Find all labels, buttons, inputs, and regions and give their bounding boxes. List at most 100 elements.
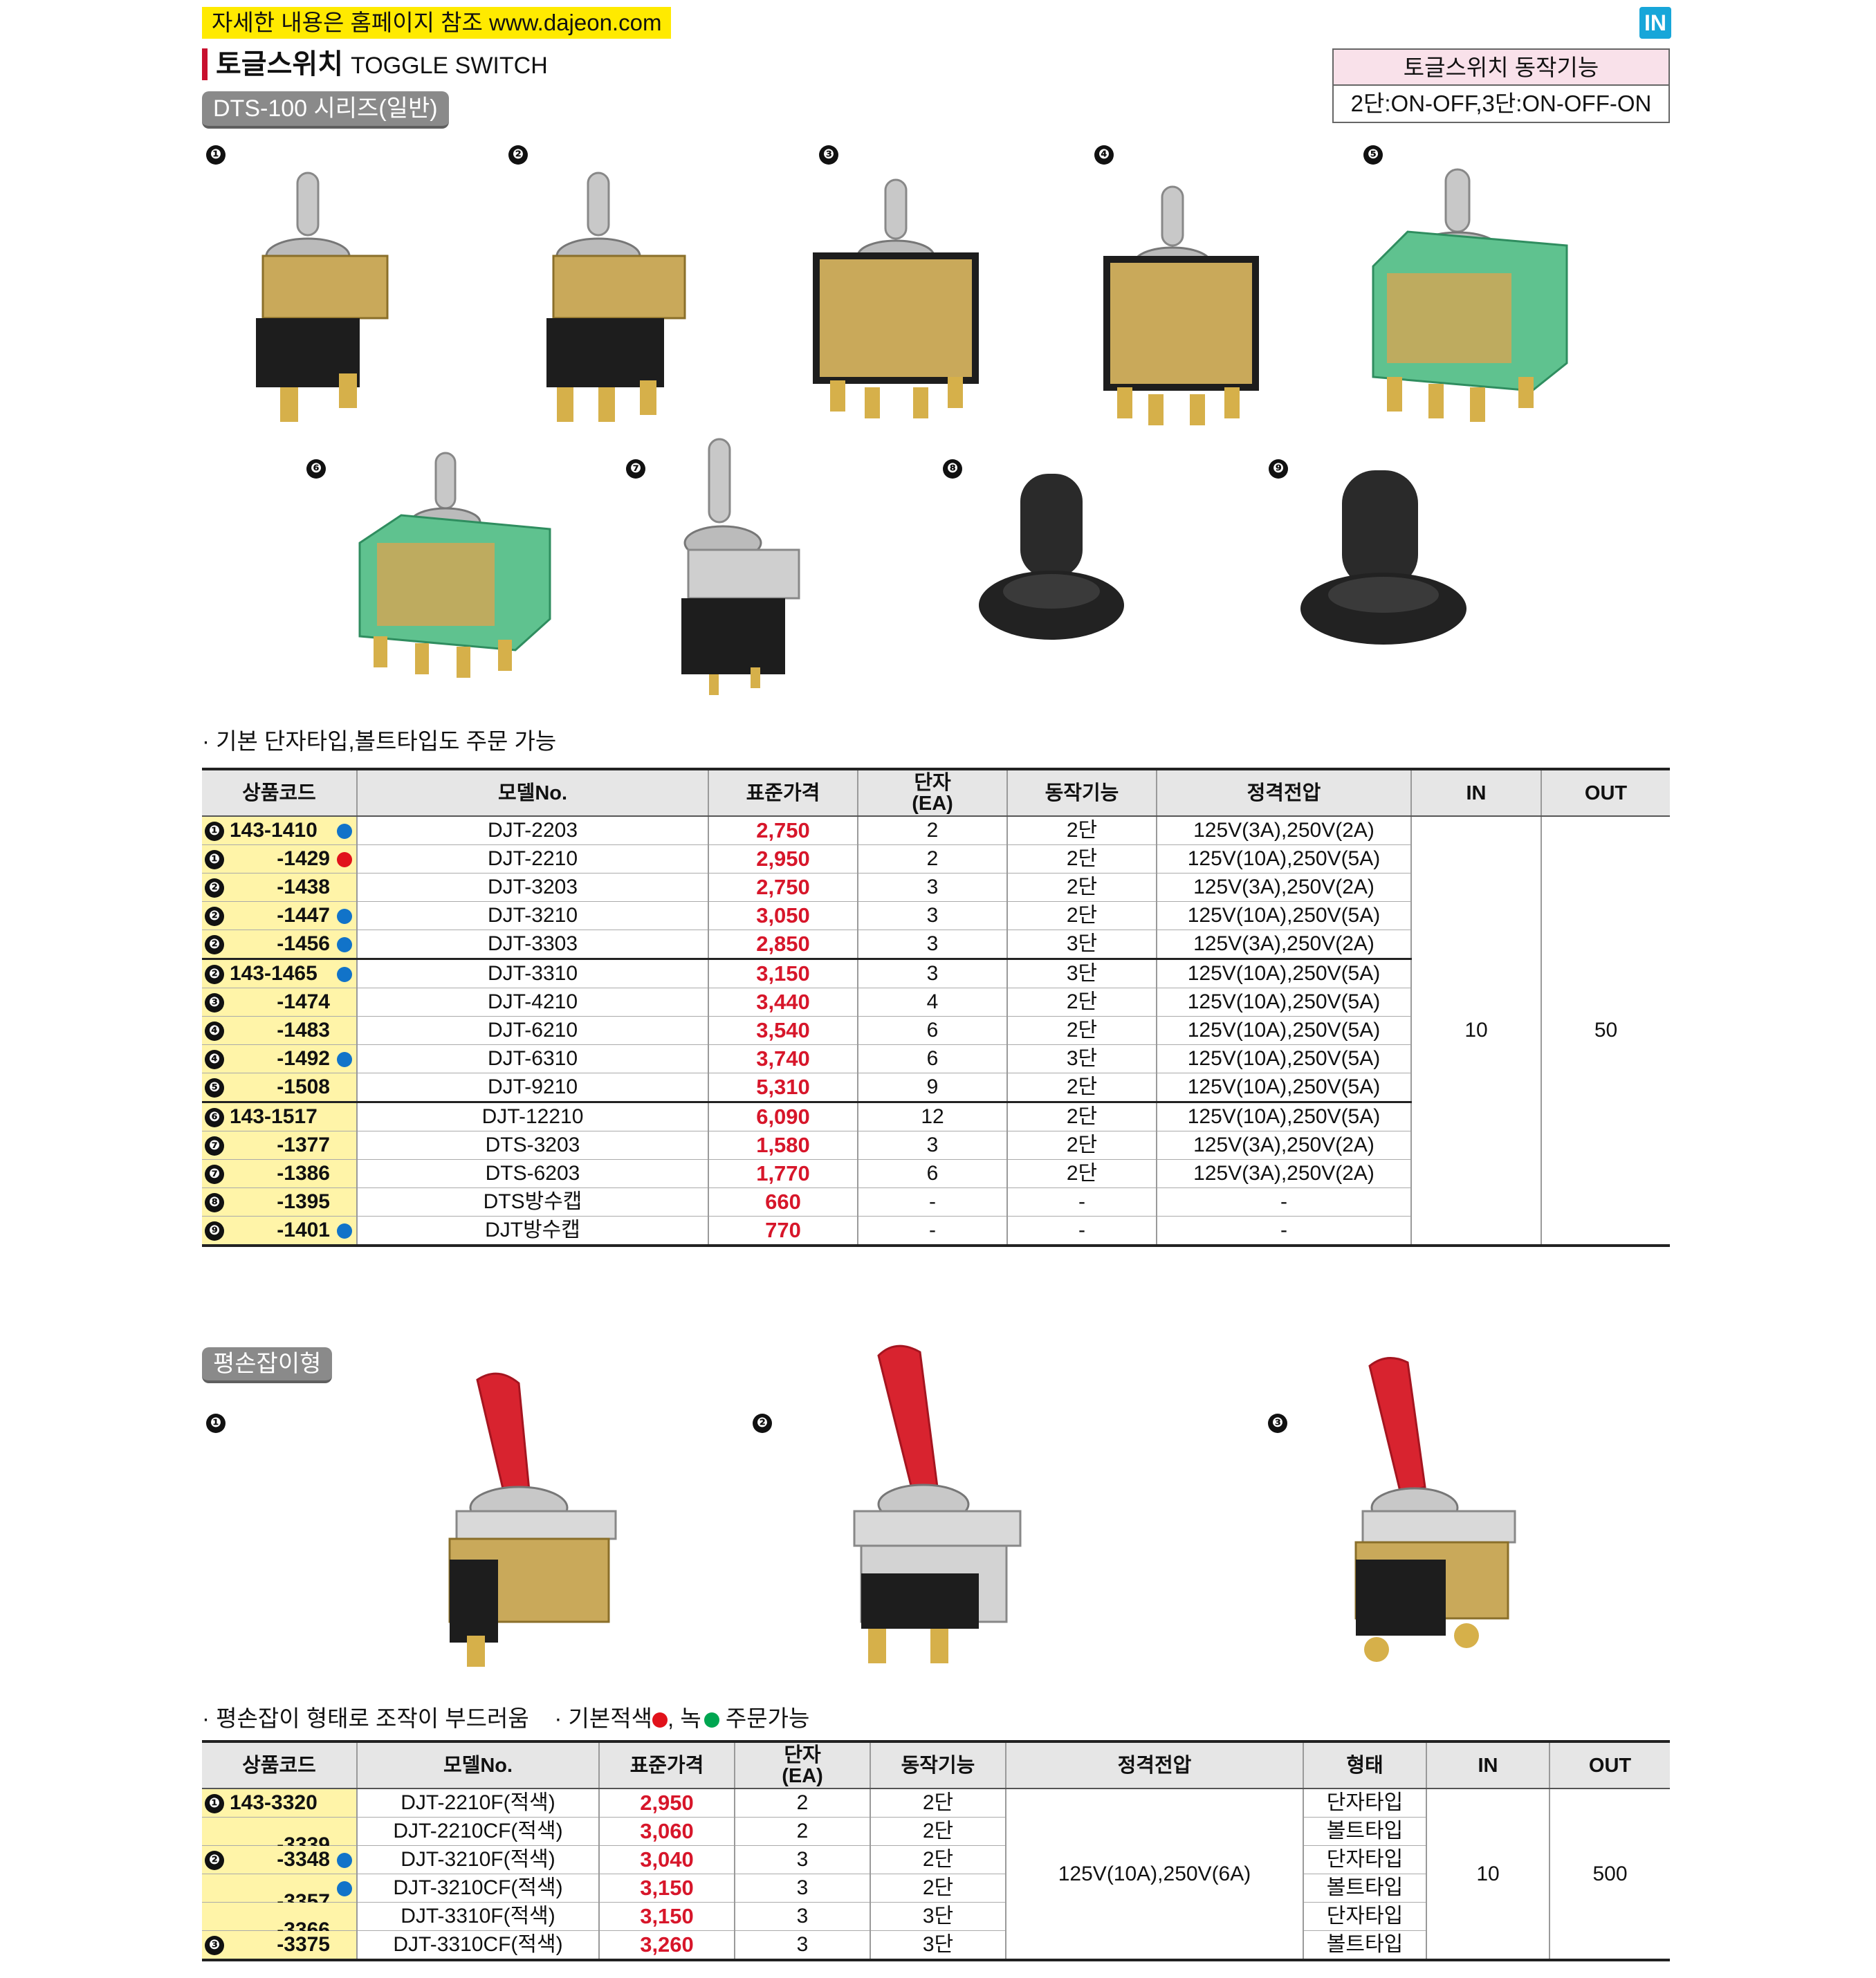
price-cell: 3,260 xyxy=(598,1930,735,1961)
price-cell: 3,150 xyxy=(598,1902,735,1931)
section1-note: · 기본 단자타입,볼트타입도 주문 가능 xyxy=(202,728,557,754)
product-code-cell: ❷-1447 xyxy=(202,901,357,930)
terminal-cell: 6 xyxy=(857,1044,1007,1073)
flat-product-number-2: ❷ xyxy=(753,1414,772,1433)
header-out: OUT xyxy=(1541,769,1670,817)
product-table-dts100: 상품코드 모델No. 표준가격 단자 (EA) 동작기능 정격전압 IN OUT… xyxy=(202,768,1670,1247)
out-quantity-cell: 50 xyxy=(1541,816,1670,1246)
header2-price: 표준가격 xyxy=(598,1741,735,1789)
model-cell: DJT-3310 xyxy=(356,959,708,988)
toggle-switch-4-image xyxy=(1103,185,1259,425)
header-model: 모델No. xyxy=(356,769,708,817)
terminal-cell: 3 xyxy=(857,873,1007,902)
function-cell: 2단 xyxy=(1006,816,1157,845)
terminal-cell: 3 xyxy=(857,1131,1007,1160)
terminal-cell: 6 xyxy=(857,1159,1007,1188)
product-number-5: ❺ xyxy=(1363,145,1383,165)
section2-note-green: , 녹 xyxy=(668,1706,701,1731)
flat-product-number-3: ❸ xyxy=(1268,1414,1287,1433)
voltage-cell: - xyxy=(1156,1187,1411,1217)
product-code-cell: ❽-1395 xyxy=(202,1187,357,1217)
blue-status-dot xyxy=(337,1853,352,1868)
function-cell: 3단 xyxy=(870,1902,1006,1931)
model-cell: DJT-9210 xyxy=(356,1073,708,1103)
terminal-cell: 9 xyxy=(857,1073,1007,1103)
model-cell: DTS-3203 xyxy=(356,1131,708,1160)
product-code-cell: ❹-1483 xyxy=(202,1016,357,1045)
flat-toggle-switch-3-image xyxy=(1354,1357,1516,1662)
function-cell: 2단 xyxy=(1006,901,1157,930)
section2-note: · 평손잡이 형태로 조작이 부드러움 · 기본적색, 녹 주문가능 xyxy=(202,1700,809,1733)
terminal-cell: 3 xyxy=(734,1930,870,1961)
out-quantity-cell: 500 xyxy=(1549,1788,1670,1961)
price-cell: 3,040 xyxy=(598,1845,735,1874)
model-cell: DJT-3310CF(적색) xyxy=(356,1930,599,1961)
product-code: -1456 xyxy=(277,932,330,955)
terminal-cell: - xyxy=(857,1187,1007,1217)
function-cell: 3단 xyxy=(1006,930,1157,960)
product-code: -1492 xyxy=(277,1047,330,1070)
function-cell: 2단 xyxy=(870,1845,1006,1874)
header-product-code: 상품코드 xyxy=(202,769,357,817)
blue-status-dot xyxy=(337,967,352,982)
terminal-cell: 3 xyxy=(857,930,1007,960)
blue-status-dot xyxy=(337,1223,352,1239)
product-code: -1438 xyxy=(277,876,330,898)
header2-terminal: 단자 (EA) xyxy=(734,1741,870,1789)
product-code: 143-1410 xyxy=(230,819,318,842)
function-cell: - xyxy=(1006,1187,1157,1217)
product-code-cell: ❸-1474 xyxy=(202,988,357,1017)
toggle-switch-2-image xyxy=(546,172,686,422)
blue-status-dot xyxy=(337,824,352,839)
product-code-cell: ❷-1438 xyxy=(202,873,357,902)
voltage-cell: 125V(10A),250V(5A) xyxy=(1156,1044,1411,1073)
product-table-flat-handle: 상품코드 모델No. 표준가격 단자 (EA) 동작기능 정격전압 형태 IN … xyxy=(202,1740,1670,1961)
flat-toggle-switch-1-image xyxy=(448,1372,617,1667)
price-cell: 3,150 xyxy=(598,1874,735,1903)
section2-note-order: 주문가능 xyxy=(719,1706,810,1731)
header2-model: 모델No. xyxy=(356,1741,599,1789)
flat-toggle-switch-2-image xyxy=(853,1344,1022,1663)
type-cell: 볼트타입 xyxy=(1303,1930,1426,1961)
website-note: 자세한 내용은 홈페이지 참조 www.dajeon.com xyxy=(202,7,672,39)
function-cell: 3단 xyxy=(870,1930,1006,1961)
product-code-cell: -3366 xyxy=(202,1902,357,1941)
product-code: 143-1517 xyxy=(230,1105,318,1128)
product-code-cell: ❶-1429 xyxy=(202,844,357,874)
product-code: -3375 xyxy=(277,1933,330,1956)
price-cell: 5,310 xyxy=(708,1073,858,1103)
model-cell: DJT-6310 xyxy=(356,1044,708,1073)
product-code: 143-3320 xyxy=(230,1791,318,1814)
terminal-cell: 2 xyxy=(857,844,1007,874)
model-cell: DJT-2210F(적색) xyxy=(356,1788,599,1818)
green-color-dot xyxy=(704,1712,719,1728)
product-number-8: ❽ xyxy=(943,459,962,479)
price-cell: 6,090 xyxy=(708,1102,858,1131)
voltage-cell: 125V(10A),250V(6A) xyxy=(1005,1788,1303,1961)
product-code: -1429 xyxy=(277,847,330,870)
in-badge: IN xyxy=(1639,7,1671,39)
title-english: TOGGLE SWITCH xyxy=(351,53,548,79)
function-cell: 2단 xyxy=(1006,1159,1157,1188)
voltage-cell: 125V(3A),250V(2A) xyxy=(1156,1131,1411,1160)
product-number-4: ❹ xyxy=(1094,145,1114,165)
header-voltage: 정격전압 xyxy=(1156,769,1411,817)
model-cell: DJT-6210 xyxy=(356,1016,708,1045)
price-cell: 3,060 xyxy=(598,1817,735,1846)
model-cell: DJT-3210F(적색) xyxy=(356,1845,599,1874)
function-box-value: 2단:ON-OFF,3단:ON-OFF-ON xyxy=(1350,91,1652,116)
terminal-cell: 2 xyxy=(857,816,1007,845)
product-number-1: ❶ xyxy=(206,145,226,165)
